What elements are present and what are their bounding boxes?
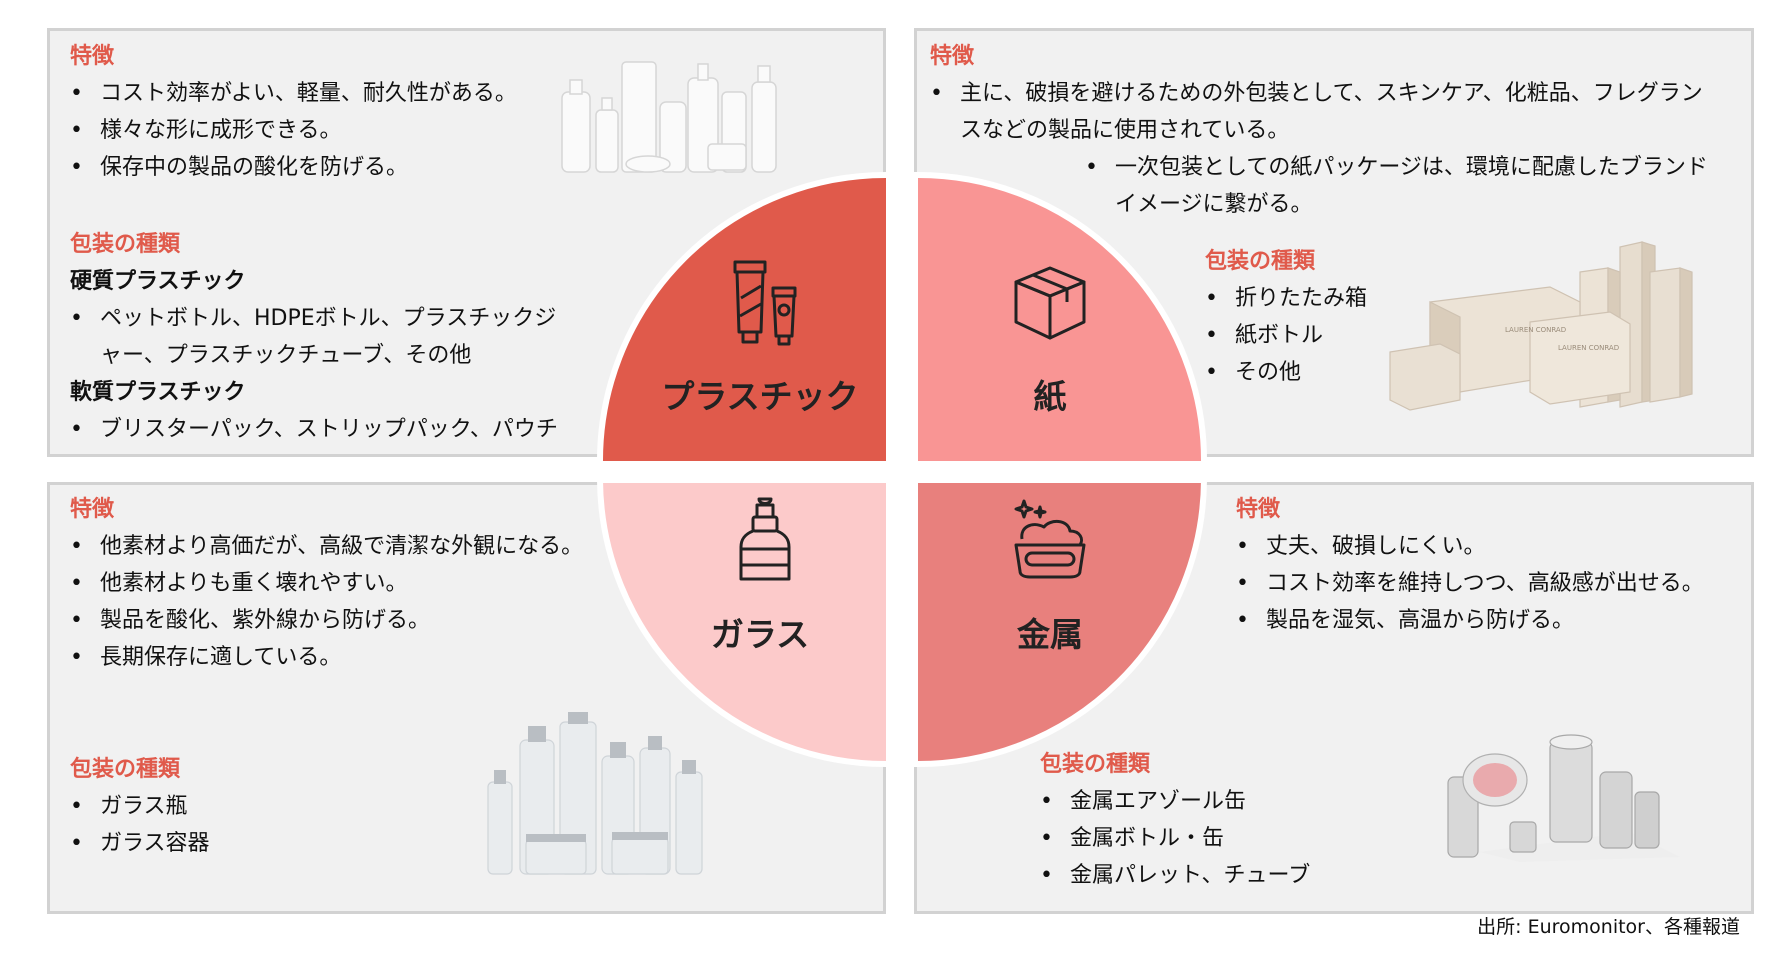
metal-containers-image [1447,734,1680,862]
source-note: 出所: Euromonitor、各種報道 [1477,916,1740,938]
glass-label: ガラス [710,615,810,654]
paper-features: 特徴 主に、破損を避けるための外包装として、スキンケア、化粧品、フレグランスなど… [930,38,1720,223]
metal-types: 包装の種類 金属エアゾール缶 金属ボトル・缶 金属パレット、チューブ [1040,746,1340,894]
glass-types-heading: 包装の種類 [70,757,181,782]
paper-features-heading: 特徴 [930,44,975,69]
glass-type-item: ガラス容器 [70,825,370,862]
metal-features: 特徴 丈夫、破損しにくい。 コスト効率を維持しつつ、高級感が出せる。 製品を湿気… [1236,491,1736,639]
box-brand-text: LAUREN CONRAD [1558,344,1619,352]
glass-bottles-image [487,712,703,875]
paper-feature-item: 主に、破損を避けるための外包装として、スキンケア、化粧品、フレグランスなどの製品… [930,75,1720,149]
metal-feature-item: コスト効率を維持しつつ、高級感が出せる。 [1236,565,1736,602]
cream-jar-icon [1014,499,1086,579]
box-brand-text: LAUREN CONRAD [1505,326,1566,334]
plastic-types: 包装の種類 硬質プラスチック ペットボトル、HDPEボトル、プラスチックジャー、… [70,226,570,448]
paper-types-heading: 包装の種類 [1205,249,1316,274]
paper-subfeature-item: 一次包装としての紙パッケージは、環境に配慮したブランドイメージに繋がる。 [1085,149,1720,223]
paper-label: 紙 [1033,377,1067,416]
metal-type-item: 金属ボトル・缶 [1040,820,1340,857]
glass-feature-item: 製品を酸化、紫外線から防げる。 [70,602,590,639]
plastic-soft-heading: 軟質プラスチック [70,380,246,405]
glass-types: 包装の種類 ガラス瓶 ガラス容器 [70,751,370,862]
paper-types: 包装の種類 折りたたみ箱 紙ボトル その他 [1205,243,1425,391]
plastic-label: プラスチック [661,377,859,416]
plastic-features: 特徴 コスト効率がよい、軽量、耐久性がある。 様々な形に成形できる。 保存中の製… [70,38,590,186]
paper-boxes-image: LAUREN CONRAD LAUREN CONRAD [1389,241,1693,411]
paper-type-item: 紙ボトル [1205,317,1425,354]
metal-feature-item: 丈夫、破損しにくい。 [1236,528,1736,565]
plastic-types-heading: 包装の種類 [70,232,181,257]
metal-feature-item: 製品を湿気、高温から防げる。 [1236,602,1736,639]
plastic-rigid-heading: 硬質プラスチック [70,269,246,294]
glass-feature-item: 長期保存に適している。 [70,639,590,676]
metal-types-heading: 包装の種類 [1040,752,1151,777]
metal-features-heading: 特徴 [1236,497,1281,522]
dropper-bottle-icon [739,497,791,581]
plastic-soft-item: ブリスターパック、ストリップパック、パウチ [70,411,570,448]
plastic-rigid-item: ペットボトル、HDPEボトル、プラスチックジャー、プラスチックチューブ、その他 [70,300,570,374]
glass-feature-item: 他素材より高価だが、高級で清潔な外観になる。 [70,528,590,565]
paper-type-item: 折りたたみ箱 [1205,280,1425,317]
glass-features-heading: 特徴 [70,497,115,522]
plastic-feature-item: 保存中の製品の酸化を防げる。 [70,149,590,186]
plastic-features-heading: 特徴 [70,44,115,69]
plastic-feature-item: 様々な形に成形できる。 [70,112,590,149]
glass-type-item: ガラス瓶 [70,788,370,825]
paper-type-item: その他 [1205,354,1425,391]
box-icon [1014,266,1086,340]
plastic-containers-image [561,61,777,173]
metal-type-item: 金属エアゾール缶 [1040,783,1340,820]
tube-icon [733,260,797,346]
glass-feature-item: 他素材よりも重く壊れやすい。 [70,565,590,602]
glass-features: 特徴 他素材より高価だが、高級で清潔な外観になる。 他素材よりも重く壊れやすい。… [70,491,590,676]
metal-label: 金属 [1017,615,1083,654]
plastic-feature-item: コスト効率がよい、軽量、耐久性がある。 [70,75,590,112]
metal-type-item: 金属パレット、チューブ [1040,857,1340,894]
